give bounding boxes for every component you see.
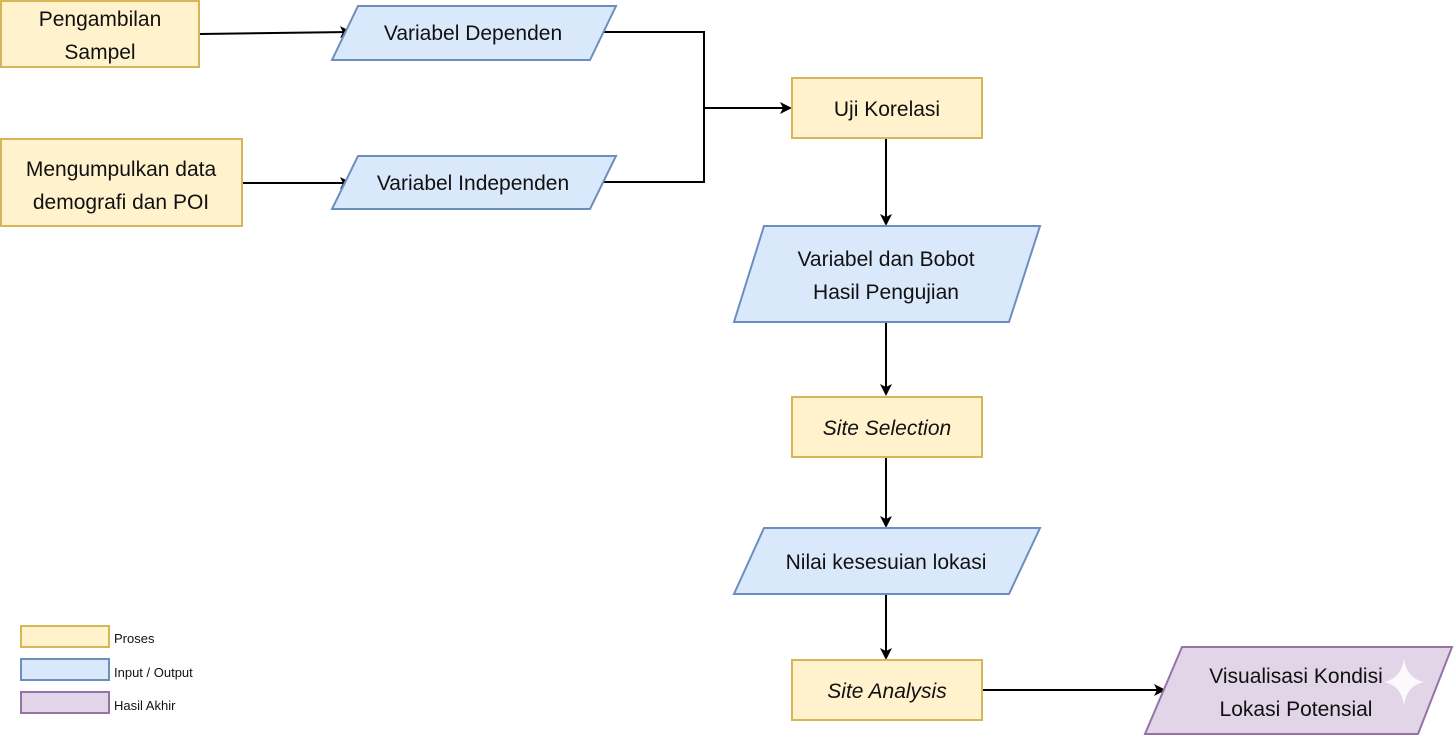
edges bbox=[199, 26, 1166, 696]
node-visualisasi: Visualisasi Kondisi Lokasi Potensial bbox=[1143, 646, 1454, 735]
node-mengumpulkan-data-line2: demografi dan POI bbox=[33, 191, 209, 214]
node-pengambilan-sampel-line1: Pengambilan bbox=[39, 8, 162, 31]
node-variabel-dependen: Variabel Dependen bbox=[330, 5, 618, 61]
legend-item-proses: Proses bbox=[20, 625, 155, 648]
legend-swatch-hasil-akhir bbox=[20, 691, 110, 714]
legend: Proses Input / Output Hasil Akhir bbox=[20, 625, 193, 714]
sparkle-icon bbox=[1384, 658, 1424, 706]
legend-swatch-proses bbox=[20, 625, 110, 648]
legend-label-hasil-akhir: Hasil Akhir bbox=[114, 698, 176, 713]
edge-pengambilan-to-variabel-dependen bbox=[199, 26, 352, 39]
legend-label-input-output: Input / Output bbox=[114, 665, 193, 680]
legend-label-proses: Proses bbox=[114, 631, 155, 646]
node-pengambilan-sampel: Pengambilan Sampel bbox=[0, 0, 200, 68]
node-site-selection-label: Site Selection bbox=[823, 417, 951, 440]
node-site-analysis-label: Site Analysis bbox=[827, 680, 947, 703]
node-nilai-kesesuaian-label: Nilai kesesuian lokasi bbox=[786, 551, 987, 574]
node-visualisasi-line2: Lokasi Potensial bbox=[1220, 698, 1373, 721]
node-uji-korelasi: Uji Korelasi bbox=[791, 77, 983, 139]
node-variabel-bobot-line1: Variabel dan Bobot bbox=[797, 248, 974, 271]
node-variabel-bobot-line2: Hasil Pengujian bbox=[813, 281, 959, 304]
node-site-selection: Site Selection bbox=[791, 396, 983, 458]
node-variabel-dependen-label: Variabel Dependen bbox=[384, 22, 562, 45]
node-uji-korelasi-label: Uji Korelasi bbox=[834, 98, 940, 121]
node-pengambilan-sampel-line2: Sampel bbox=[64, 41, 135, 64]
edge-variabel-dependen-to-uji-korelasi bbox=[596, 31, 792, 114]
legend-item-hasil-akhir: Hasil Akhir bbox=[20, 691, 176, 714]
legend-item-input-output: Input / Output bbox=[20, 658, 193, 681]
edge-variabel-independen-to-uji-korelasi bbox=[596, 108, 705, 183]
node-mengumpulkan-data: Mengumpulkan data demografi dan POI bbox=[0, 138, 243, 227]
node-variabel-bobot: Variabel dan Bobot Hasil Pengujian bbox=[732, 225, 1042, 323]
node-site-analysis: Site Analysis bbox=[791, 659, 983, 721]
node-variabel-independen: Variabel Independen bbox=[330, 155, 618, 210]
node-variabel-independen-label: Variabel Independen bbox=[377, 172, 569, 195]
node-nilai-kesesuaian: Nilai kesesuian lokasi bbox=[732, 527, 1042, 595]
node-mengumpulkan-data-line1: Mengumpulkan data bbox=[26, 158, 217, 181]
node-visualisasi-line1: Visualisasi Kondisi bbox=[1209, 665, 1383, 688]
legend-swatch-input-output bbox=[20, 658, 110, 681]
